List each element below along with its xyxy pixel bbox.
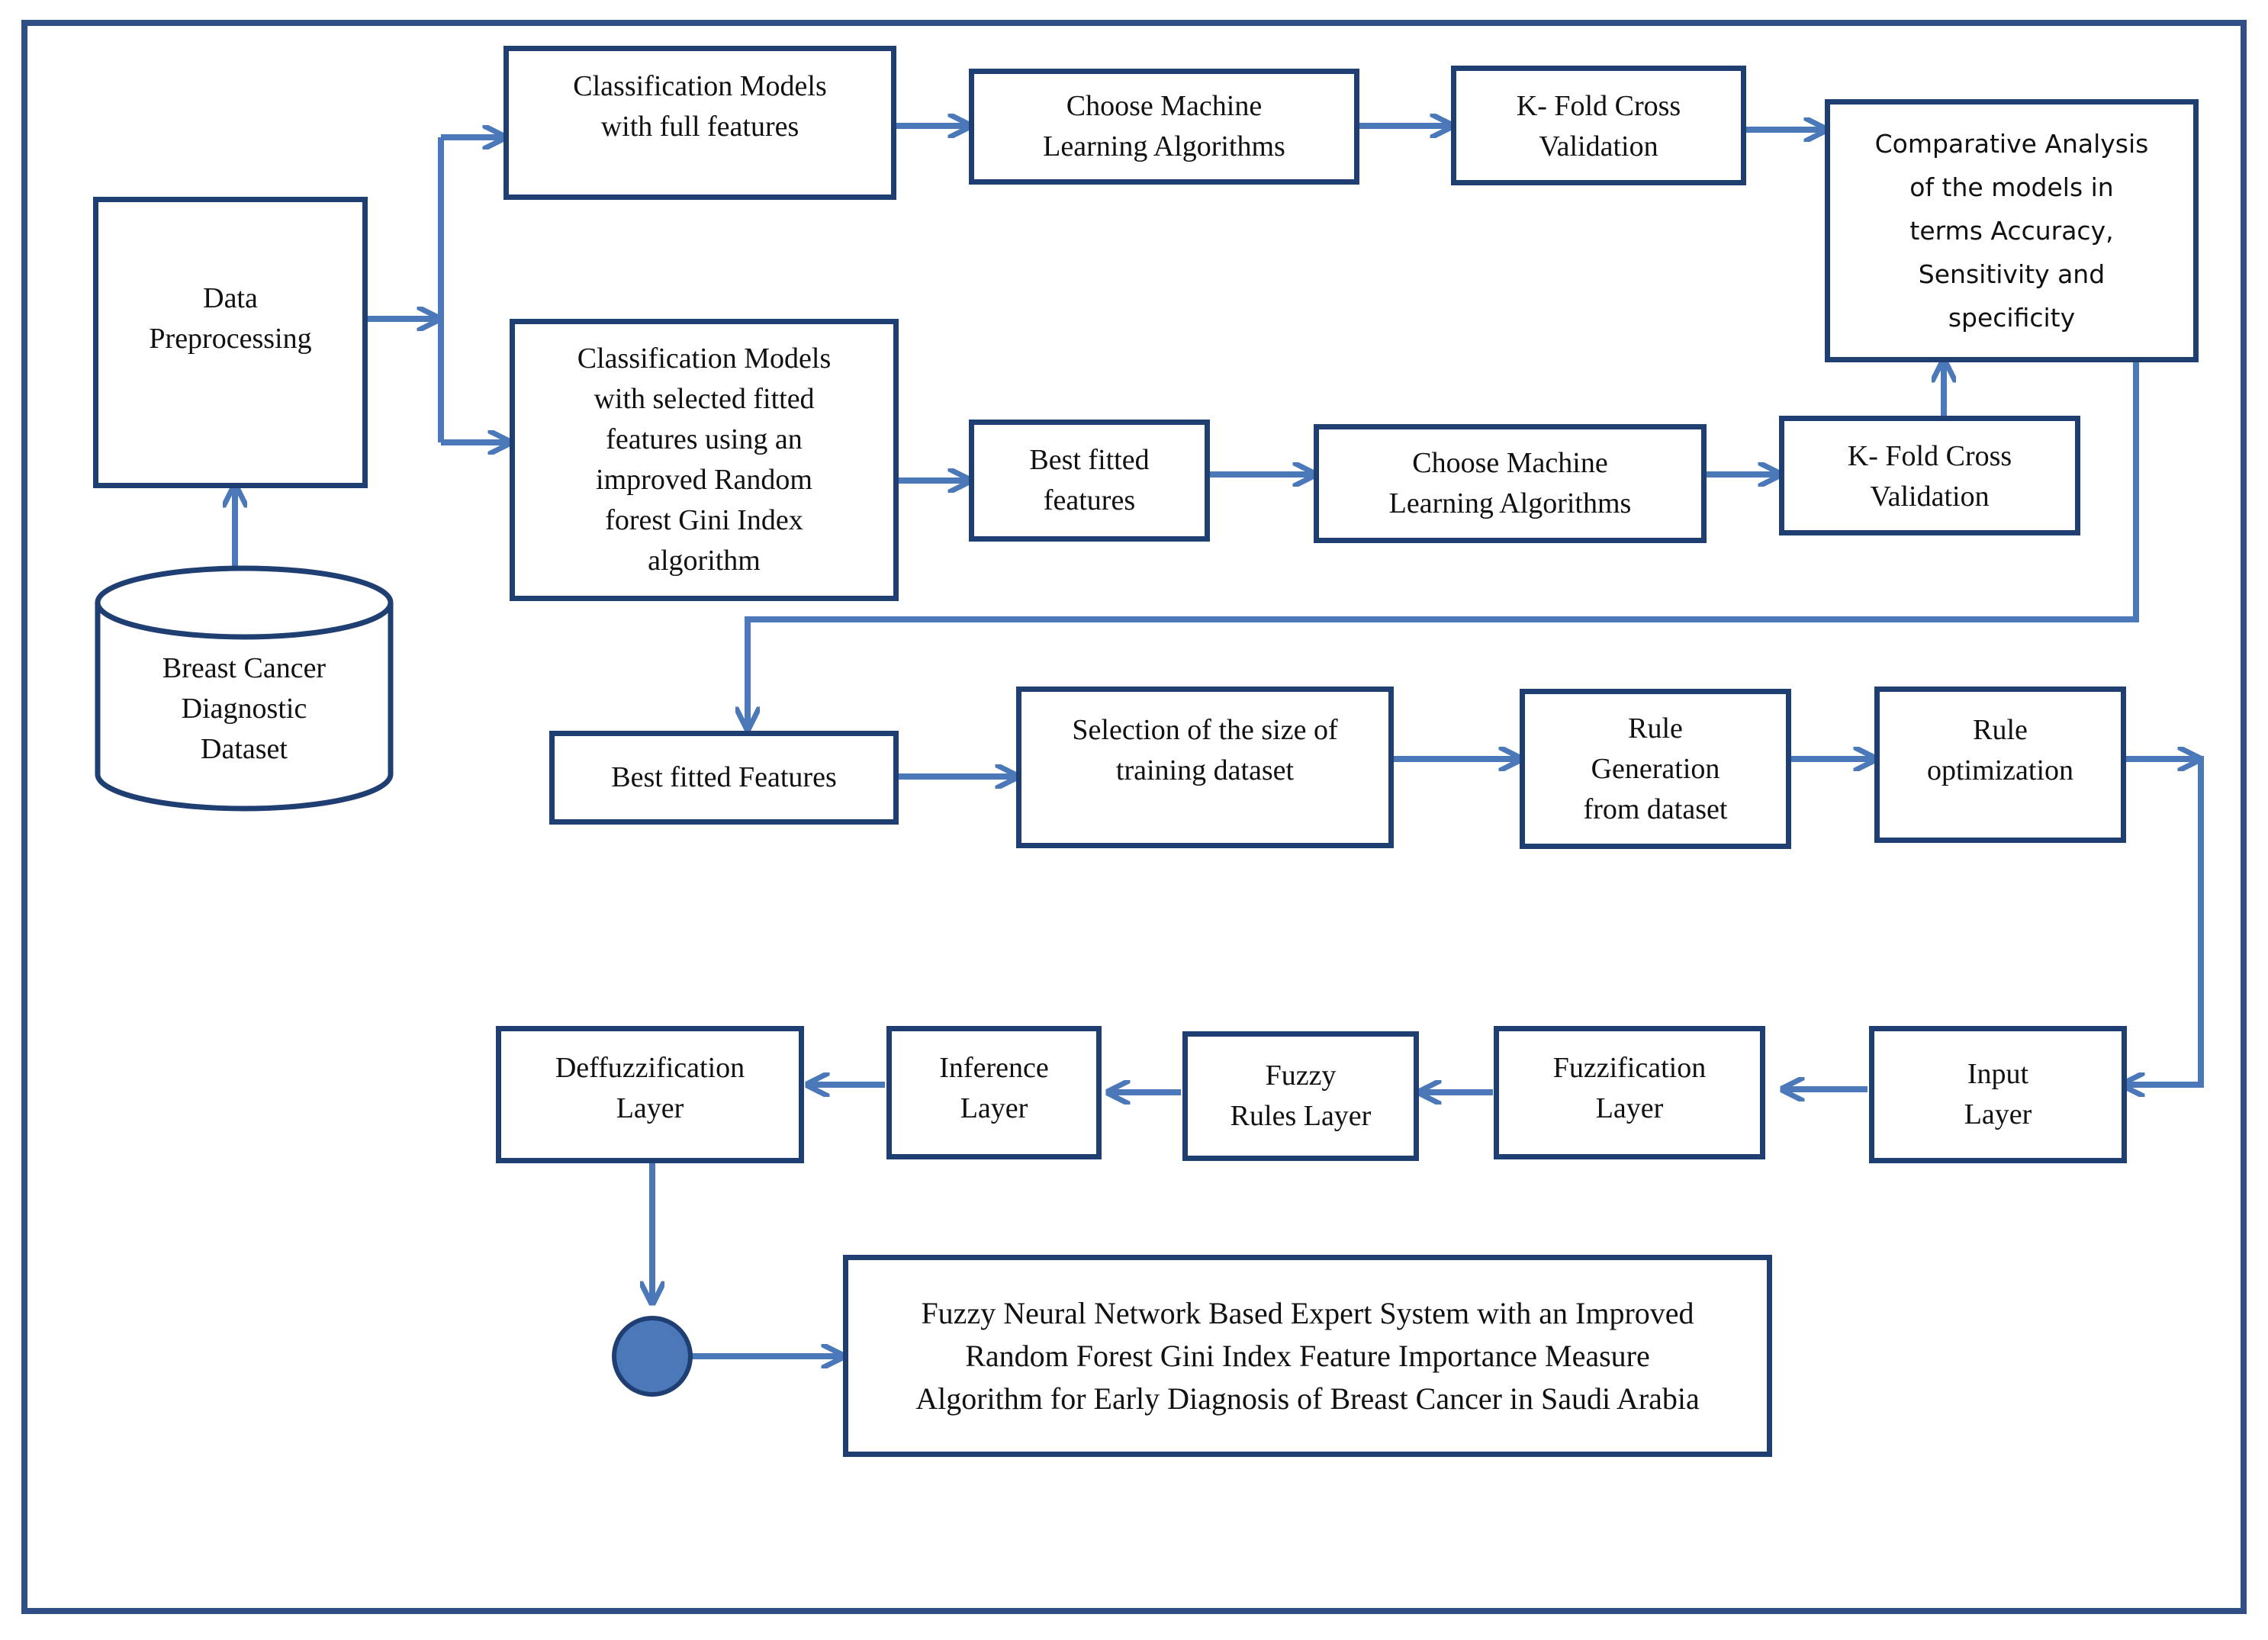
choose-ml-box-2: Choose Machine Learning Algorithms [1314, 424, 1707, 543]
defuzzification-layer-box: Deffuzzification Layer [496, 1026, 804, 1163]
preprocessing-box: Data Preprocessing [93, 197, 368, 488]
diagram-frame [21, 20, 2247, 1614]
training-dataset-size-box: Selection of the size of training datase… [1016, 687, 1394, 848]
classification-selected-features-box: Classification Models with selected fitt… [510, 319, 899, 601]
fuzzification-layer-box: Fuzzification Layer [1494, 1026, 1765, 1159]
arrow-rule-optimization-to-input-layer [2125, 756, 2204, 1085]
dataset-label: Breast Cancer Diagnostic Dataset [162, 652, 327, 765]
database-cylinder-icon [95, 565, 394, 812]
kfold-box-1: K- Fold Cross Validation [1451, 66, 1746, 185]
comparative-analysis-box: Comparative Analysis of the models in te… [1825, 99, 2199, 362]
input-layer-box: Input Layer [1869, 1026, 2127, 1163]
rule-generation-box: Rule Generation from dataset [1520, 689, 1791, 849]
final-expert-system-box: Fuzzy Neural Network Based Expert System… [843, 1255, 1772, 1457]
fuzzy-rules-layer-box: Fuzzy Rules Layer [1182, 1031, 1419, 1161]
best-fitted-features-box-2: Best fitted Features [549, 731, 899, 825]
kfold-box-2: K- Fold Cross Validation [1779, 416, 2080, 535]
end-node-circle [612, 1316, 693, 1397]
classification-full-features-box: Classification Models with full features [503, 46, 896, 200]
rule-optimization-box: Rule optimization [1874, 687, 2126, 843]
choose-ml-box-1: Choose Machine Learning Algorithms [969, 69, 1359, 185]
inference-layer-box: Inference Layer [886, 1026, 1102, 1159]
best-fitted-features-box-1: Best fitted features [969, 420, 1210, 542]
arrow-comparative-to-best-fitted-2 [748, 362, 2139, 726]
